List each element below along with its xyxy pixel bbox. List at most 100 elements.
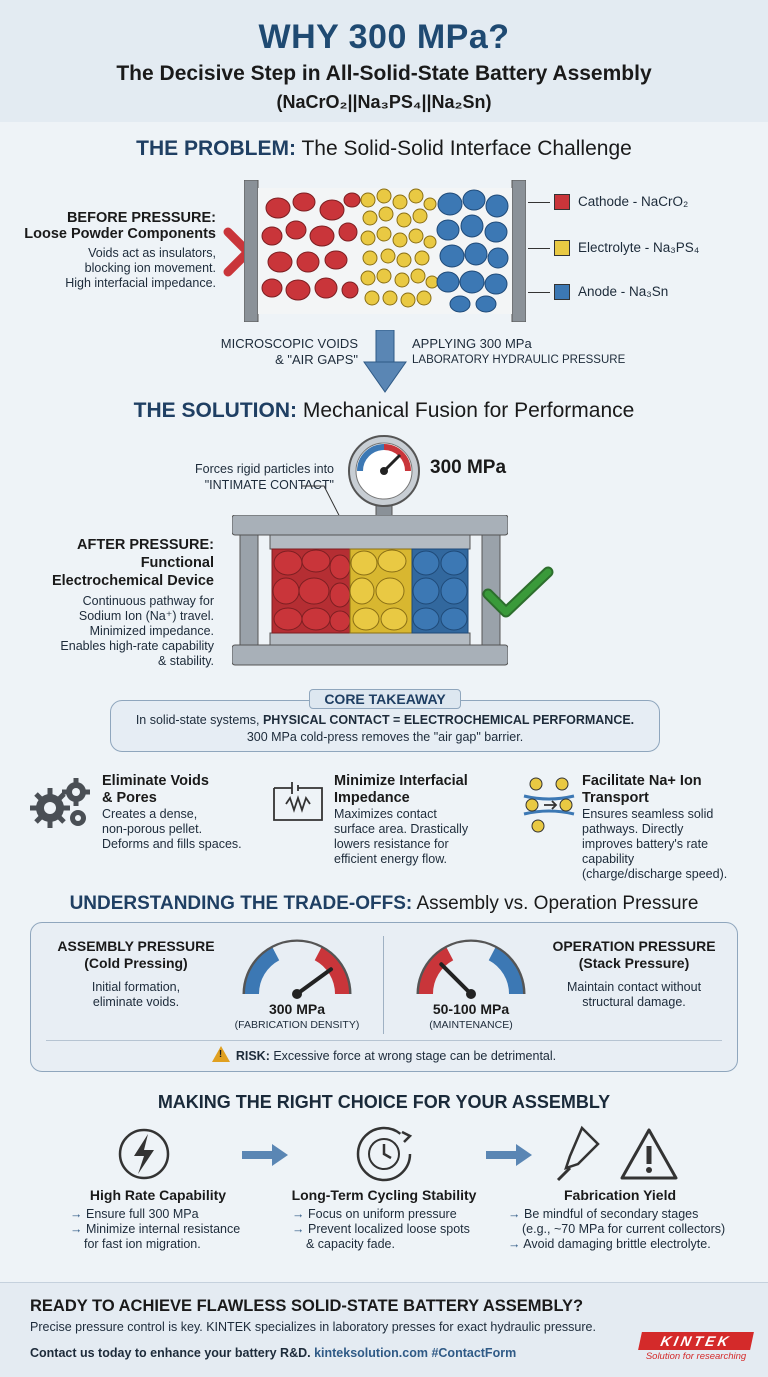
benefit-text-2: pathways. Directly xyxy=(582,822,684,836)
benefit-text-3: Deforms and fills spaces. xyxy=(102,837,242,851)
footer-line-1: Precise pressure control is key. KINTEK … xyxy=(30,1320,596,1334)
divider-line xyxy=(383,936,384,1034)
ion-transport-icon xyxy=(523,777,575,833)
takeaway-line1-pre: In solid-state systems, xyxy=(135,713,263,727)
before-title: BEFORE PRESSURE: xyxy=(66,210,216,226)
choice-bullet-cont: for fast ion migration. xyxy=(84,1237,201,1251)
after-text-5: & stability. xyxy=(157,654,214,668)
legend-label: Electrolyte - Na₃PS₄ xyxy=(578,240,700,255)
after-title: AFTER PRESSURE: xyxy=(77,537,214,553)
choice-bullet-text: Avoid damaging brittle electrolyte. xyxy=(523,1237,711,1251)
risk-separator xyxy=(46,1040,722,1041)
circuit-icon xyxy=(273,782,323,821)
contact-link[interactable]: kinteksolution.com #ContactForm xyxy=(314,1346,517,1360)
loose-powder-cell xyxy=(244,180,526,322)
solution-heading-rest: Mechanical Fusion for Performance xyxy=(297,399,635,422)
assembly-gauge xyxy=(242,939,352,999)
legend-label: Anode - Na₃Sn xyxy=(578,284,669,299)
gauge-value-label: 300 MPa xyxy=(430,457,507,478)
problem-heading-rest: The Solid-Solid Interface Challenge xyxy=(296,137,632,160)
tradeoffs-heading: UNDERSTANDING THE TRADE-OFFS: Assembly v… xyxy=(0,893,768,915)
page-title: WHY 300 MPa? xyxy=(258,18,510,56)
before-subtitle: Loose Powder Components xyxy=(24,226,216,242)
operation-gauge xyxy=(416,939,526,999)
gears-icon xyxy=(30,778,90,828)
benefit-text-1: Maximizes contact xyxy=(334,807,437,821)
apply-pressure-label: APPLYING 300 MPa LABORATORY HYDRAULIC PR… xyxy=(412,336,672,368)
benefit-text-1: Creates a dense, xyxy=(102,807,198,821)
arrow-right-icon-2 xyxy=(486,1144,532,1166)
arrow-right-icon xyxy=(242,1144,288,1166)
electrolyte-swatch xyxy=(554,240,570,257)
lightning-bolt-icon xyxy=(118,1128,170,1180)
before-text-2: blocking ion movement. xyxy=(84,261,216,275)
apply-label-1: APPLYING 300 MPa xyxy=(412,336,532,351)
kintek-logo: KINTEK Solution for researching xyxy=(638,1332,754,1362)
choice-column-rate: High Rate Capability → Ensure full 300 M… xyxy=(70,1187,280,1252)
benefit-title-1: Minimize Interfacial xyxy=(334,773,468,789)
benefit-title-1: Eliminate Voids xyxy=(102,773,209,789)
contact-callout: Forces rigid particles into "INTIMATE CO… xyxy=(84,461,334,493)
assembly-text-1: Initial formation, xyxy=(91,980,181,994)
after-pressure-text: AFTER PRESSURE: Functional Electrochemic… xyxy=(20,536,214,669)
operation-pressure-block: OPERATION PRESSURE (Stack Pressure) Main… xyxy=(540,938,728,1010)
operation-title-1: OPERATION PRESSURE xyxy=(552,938,716,954)
choice-bullet: → Minimize internal resistance xyxy=(70,1222,241,1236)
legend-label: Cathode - NaCrO₂ xyxy=(578,194,689,209)
benefit-text-2: non-porous pellet. xyxy=(102,822,203,836)
cycle-clock-icon xyxy=(356,1126,413,1182)
benefit-text-4: efficient energy flow. xyxy=(334,852,448,866)
operation-gauge-value: 50-100 MPa xyxy=(432,1001,510,1017)
choice-bullet-text: Minimize internal resistance xyxy=(85,1222,241,1236)
benefit-text-3: lowers resistance for xyxy=(334,837,449,851)
down-arrow-icon xyxy=(363,330,407,393)
assembly-title-1: ASSEMBLY PRESSURE xyxy=(57,938,215,954)
choice-title: Long-Term Cycling Stability xyxy=(291,1187,477,1203)
electrolyte-particles xyxy=(360,188,439,308)
risk-text: Excessive force at wrong stage can be de… xyxy=(269,1049,557,1063)
callout-line-1: Forces rigid particles into xyxy=(195,462,334,476)
assembly-text-2: eliminate voids. xyxy=(92,995,180,1009)
choice-bullet: → Ensure full 300 MPa xyxy=(70,1207,199,1221)
benefit-text-4: capability xyxy=(582,852,635,866)
anode-swatch xyxy=(554,284,570,301)
compacted-cathode xyxy=(271,548,351,634)
benefit-ion-transport: Facilitate Na+ Ion Transport Ensures sea… xyxy=(582,773,762,882)
tradeoffs-box xyxy=(30,922,738,1072)
checkmark-icon xyxy=(482,566,554,618)
after-text-3: Minimized impedance. xyxy=(89,624,214,638)
choice-bullet-cont: & capacity fade. xyxy=(306,1237,395,1251)
core-takeaway-label: CORE TAKEAWAY xyxy=(309,689,461,709)
after-subtitle-2: Electrochemical Device xyxy=(51,573,214,589)
operation-gauge-caption: (MAINTENANCE) xyxy=(429,1019,513,1031)
cathode-particles xyxy=(261,192,361,301)
anode-particles xyxy=(436,189,509,313)
takeaway-line1-strong: PHYSICAL CONTACT = ELECTROCHEMICAL PERFO… xyxy=(262,713,635,727)
warning-triangle-icon xyxy=(620,1128,678,1180)
choice-bullet-text: Focus on uniform pressure xyxy=(307,1207,457,1221)
choice-column-stability: Long-Term Cycling Stability → Focus on u… xyxy=(284,1187,504,1252)
benefit-minimize-impedance: Minimize Interfacial Impedance Maximizes… xyxy=(334,773,514,867)
risk-line: !RISK: Excessive force at wrong stage ca… xyxy=(30,1046,738,1063)
choice-bullet-text: Ensure full 300 MPa xyxy=(85,1207,199,1221)
kintek-logo-text: KINTEK xyxy=(638,1332,754,1350)
voids-label: MICROSCOPIC VOIDS & "AIR GAPS" xyxy=(190,336,358,368)
chemical-formula: (NaCrO₂||Na₃PS₄||Na₂Sn) xyxy=(276,92,492,112)
choice-bullet: → Focus on uniform pressure xyxy=(292,1207,457,1221)
choice-bullet-text: Prevent localized loose spots xyxy=(307,1222,470,1236)
legend-item-cathode: Cathode - NaCrO₂ xyxy=(528,194,689,211)
legend-item-anode: Anode - Na₃Sn xyxy=(528,284,669,301)
footer-band xyxy=(0,1282,768,1377)
choice-bullet: → Prevent localized loose spots xyxy=(292,1222,470,1236)
benefit-text-1: Ensures seamless solid xyxy=(582,807,714,821)
benefit-title-2: & Pores xyxy=(102,790,157,806)
apply-label-2: LABORATORY HYDRAULIC PRESSURE xyxy=(412,354,626,366)
cathode-swatch xyxy=(554,194,570,211)
header-band xyxy=(0,0,768,122)
hydraulic-press xyxy=(232,515,508,666)
tradeoffs-heading-strong: UNDERSTANDING THE TRADE-OFFS: xyxy=(69,893,413,914)
choice-column-yield: Fabrication Yield → Be mindful of second… xyxy=(508,1187,764,1252)
assembly-pressure-block: ASSEMBLY PRESSURE (Cold Pressing) Initia… xyxy=(44,938,228,1010)
problem-heading: THE PROBLEM: The Solid-Solid Interface C… xyxy=(0,137,768,161)
solution-heading: THE SOLUTION: Mechanical Fusion for Perf… xyxy=(0,399,768,423)
